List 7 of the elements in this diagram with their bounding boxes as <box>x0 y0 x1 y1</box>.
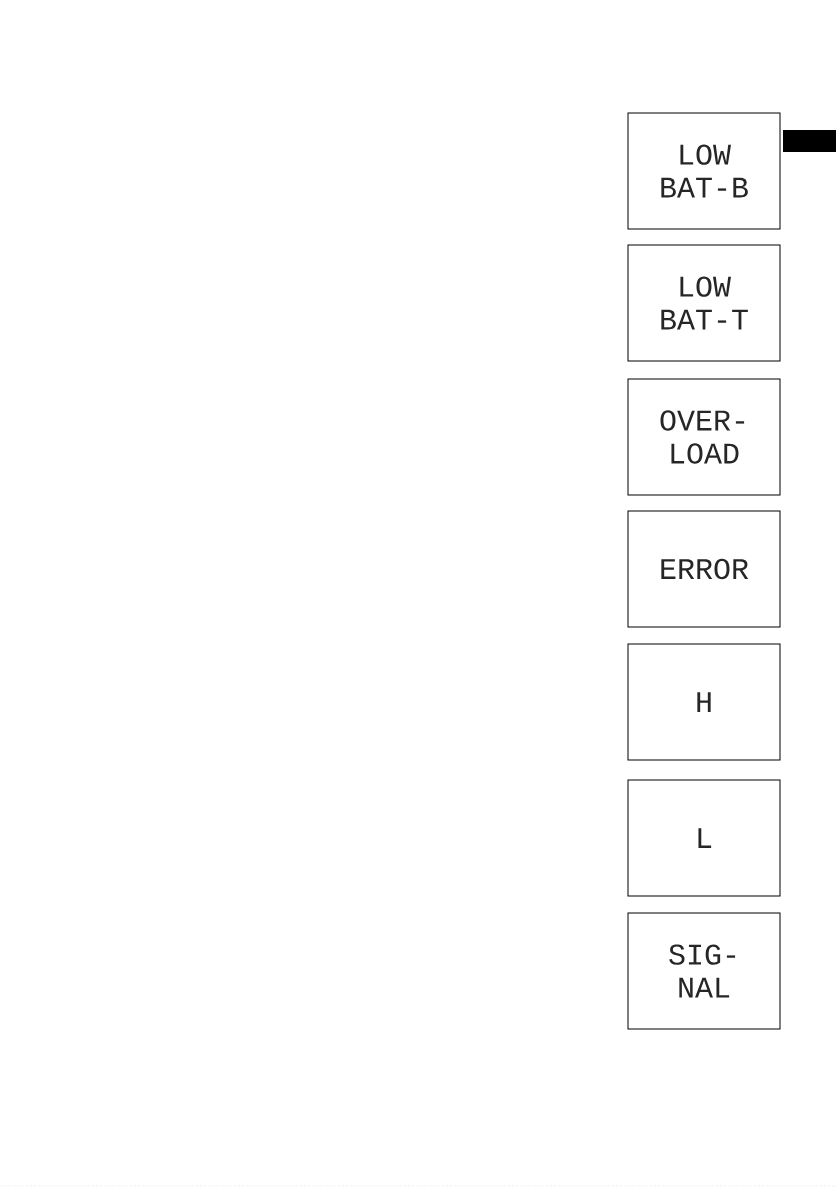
display-box: OVER- LOAD <box>627 378 781 496</box>
display-box: LOW BAT-B <box>627 112 781 230</box>
display-box: SIG- NAL <box>627 912 781 1030</box>
display-box: L <box>627 779 781 897</box>
display-box: H <box>627 643 781 761</box>
display-box: ERROR <box>627 510 781 628</box>
display-box: LOW BAT-T <box>627 244 781 362</box>
